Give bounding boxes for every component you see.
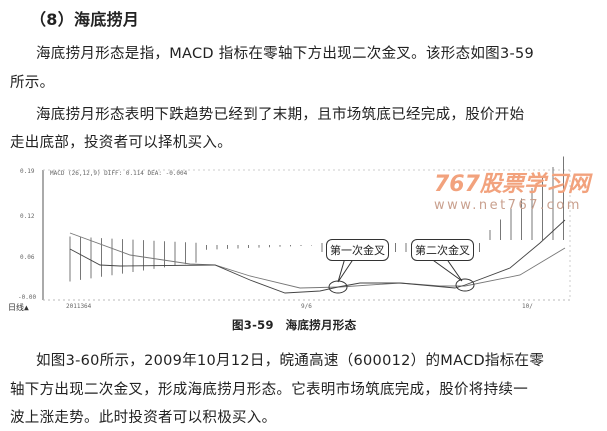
y-tick: 0.19 <box>20 168 35 175</box>
paragraph-2-line-2: 走出底部，投资者可以择机买入。 <box>10 135 232 151</box>
callout-1-pointer <box>337 257 355 283</box>
stock-code: 2011364 <box>66 303 92 310</box>
indicator-header: MACD (26,12,9) DIFF: 0.114 DEA: -0.004 <box>50 170 188 177</box>
paragraph-3-line-1: 如图3-60所示，2009年10月12日，皖通高速（600012）的MACD指标… <box>36 353 545 369</box>
paragraph-3-line-3: 波上涨走势。此时投资者可以积极买入。 <box>10 410 277 426</box>
y-tick: 0.12 <box>20 213 35 220</box>
callout-2-pointer <box>429 257 463 282</box>
section-heading: （8）海底捞月 <box>30 10 140 29</box>
paragraph-1-line-1: 海底捞月形态是指，MACD 指标在零轴下方出现二次金叉。该形态如图3-59 <box>36 46 535 62</box>
callout-first-golden-cross: 第一次金叉 <box>326 239 389 261</box>
watermark-logo: 767股票学习网 <box>434 172 590 197</box>
figure-caption: 图3-59 海底捞月形态 <box>232 318 357 332</box>
paragraph-3-line-2: 轴下方出现二次金叉，形成海底捞月形态。它表明市场筑底完成，股价将持续一 <box>10 382 528 398</box>
y-tick: 0.06 <box>20 254 35 261</box>
watermark-url: www.net767.com <box>434 198 582 213</box>
second-cross-marker <box>455 278 475 292</box>
y-tick: -0.00 <box>18 294 37 301</box>
diff-line <box>69 219 566 294</box>
paragraph-1-line-2: 所示。 <box>10 75 55 91</box>
callout-second-golden-cross: 第二次金叉 <box>411 239 474 261</box>
x-tick: 9/6 <box>301 303 312 310</box>
x-tick: 10/ <box>522 303 533 310</box>
period-label: 日线▲ <box>8 303 29 312</box>
dea-line <box>69 232 566 289</box>
paragraph-2-line-1: 海底捞月形态表明下跌趋势已经到了末期，且市场筑底已经完成，股价开始 <box>36 107 525 123</box>
